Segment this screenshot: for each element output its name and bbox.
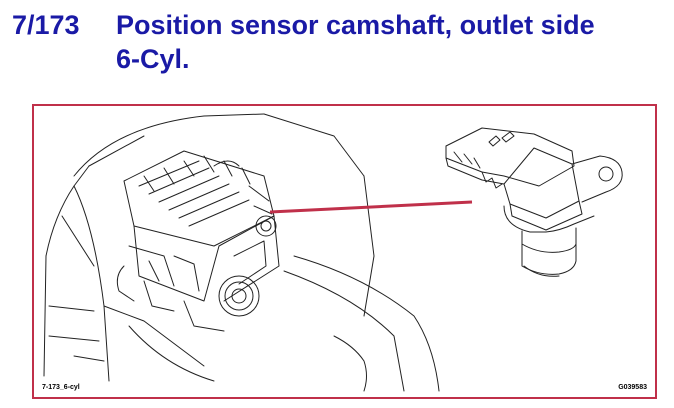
page-title: Position sensor camshaft, outlet side 6-… <box>116 10 595 74</box>
figure-caption-left: 7-173_6-cyl <box>42 384 80 391</box>
leader-line <box>269 200 473 214</box>
engine-block <box>116 150 280 332</box>
illustration-frame: 7-173_6-cyl G039583 <box>32 104 657 399</box>
car-body-outline <box>43 113 440 392</box>
camshaft-sensor-detail <box>445 127 623 277</box>
engine-bay-illustration <box>43 113 623 392</box>
figure-code: G039583 <box>618 384 647 391</box>
section-number: 7/173 <box>12 10 80 40</box>
